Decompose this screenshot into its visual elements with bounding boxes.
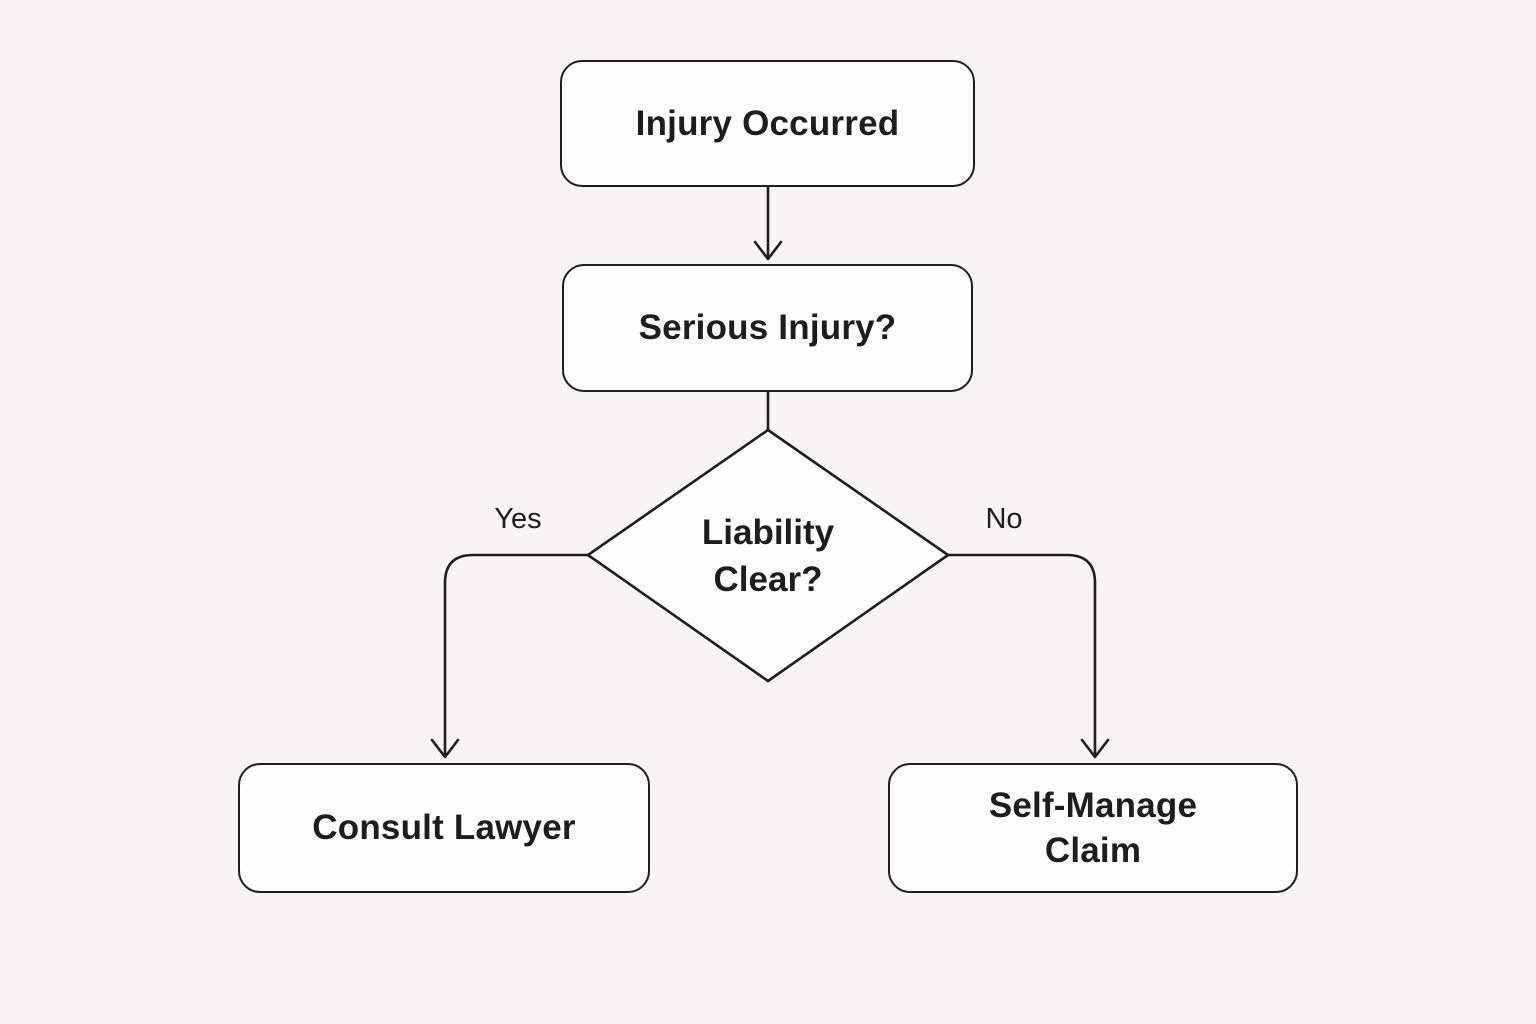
node-serious-injury: Serious Injury?: [562, 264, 973, 392]
node-consult-lawyer: Consult Lawyer: [238, 763, 650, 893]
edge-no-to-self-manage: [946, 553, 1097, 756]
node-liability-clear-label-line2: Clear?: [713, 560, 823, 599]
node-serious-injury-label: Serious Injury?: [638, 308, 897, 348]
node-consult-lawyer-label: Consult Lawyer: [312, 808, 576, 848]
node-injury-occurred: Injury Occurred: [560, 60, 975, 187]
edge-label-no: No: [985, 503, 1023, 535]
node-self-manage-claim: Self-Manage Claim: [888, 763, 1298, 893]
node-liability-clear: Liability Clear?: [618, 468, 918, 644]
edge-label-yes: Yes: [494, 503, 542, 535]
arrowhead-into-consult: [430, 738, 460, 759]
arrowhead-into-self-manage: [1080, 738, 1110, 759]
edge-yes-to-consult: [443, 553, 590, 756]
node-self-manage-claim-label-line1: Self-Manage: [988, 785, 1198, 825]
arrowhead-into-serious: [753, 240, 783, 261]
decision-diamond-shape: [586, 428, 950, 683]
node-liability-clear-label-line1: Liability: [701, 512, 835, 552]
node-injury-occurred-label: Injury Occurred: [635, 103, 900, 143]
node-self-manage-claim-label-line2: Claim: [1044, 831, 1142, 870]
